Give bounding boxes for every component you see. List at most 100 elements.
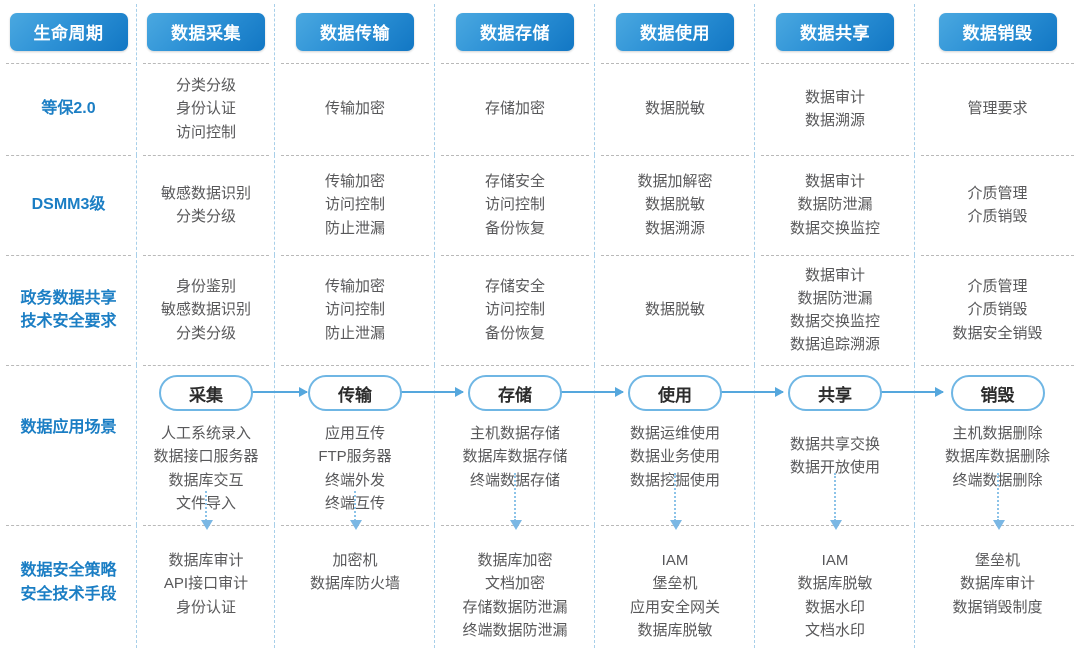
cell-r4c4: IAM 数据库脱敏 数据水印 文档水印 <box>755 525 915 662</box>
flow-arrow-down-icon <box>992 473 1005 530</box>
cell-r2c4: 数据审计 数据防泄漏 数据交换监控 数据追踪溯源 <box>755 255 915 365</box>
flow-pill-transmission[interactable]: 传输 <box>308 375 402 411</box>
cell-item: 终端数据防泄漏 <box>462 621 568 639</box>
flow-arrow-right-icon <box>881 387 944 397</box>
cell-item: 数据溯源 <box>804 112 865 129</box>
column-divider <box>914 4 915 65</box>
cell-item: 存储安全 <box>484 278 545 296</box>
cell-item: 数据脱敏 <box>644 301 705 319</box>
cell-items: IAM 堡垒机 应用安全网关 数据库脱敏 <box>630 549 720 642</box>
column-divider <box>594 365 595 525</box>
flow-pill-collection[interactable]: 采集 <box>159 375 253 411</box>
row-label-cell-3: 数据应用场景 <box>0 365 137 525</box>
column-divider <box>434 525 435 648</box>
cell-item: 备份恢复 <box>484 324 545 342</box>
cell-item: 数据开放使用 <box>789 459 880 477</box>
cell-item: 数据运维使用 <box>629 425 720 442</box>
cell-item: 主机数据存储 <box>469 425 560 442</box>
column-divider <box>434 365 435 525</box>
cell-items: 管理要求 <box>967 97 1027 120</box>
header-pill-collection[interactable]: 数据采集 <box>147 12 265 51</box>
cell-item: 分类分级 <box>175 208 236 225</box>
cell-item: 数据防泄漏 <box>797 289 873 307</box>
cell-item: 数据脱敏 <box>644 100 705 118</box>
column-divider <box>274 365 275 525</box>
header-pill-destruction[interactable]: 数据销毁 <box>938 12 1057 51</box>
flow-pill-usage[interactable]: 使用 <box>628 375 722 411</box>
cell-r1c0: 敏感数据识别 分类分级 <box>137 155 275 255</box>
cell-item: 防止泄漏 <box>324 219 385 237</box>
cell-item: IAM <box>821 552 849 569</box>
flow-pill-destruction[interactable]: 销毁 <box>950 375 1045 411</box>
header-pill-lifecycle[interactable]: 生命周期 <box>9 12 128 51</box>
cell-items: 传输加密 <box>325 97 385 120</box>
column-divider <box>594 63 595 155</box>
cell-items: 存储加密 <box>485 97 545 120</box>
column-divider <box>594 525 595 648</box>
cell-item: 数据防泄漏 <box>797 196 873 214</box>
column-divider <box>754 63 755 155</box>
column-divider <box>136 255 137 365</box>
cell-item: 传输加密 <box>324 278 385 296</box>
cell-r4c2: 数据库加密 文档加密 存储数据防泄漏 终端数据防泄漏 <box>435 525 595 662</box>
cell-item: 访问控制 <box>324 196 385 214</box>
cell-item: 介质管理 <box>967 278 1028 296</box>
row-divider <box>921 365 1074 366</box>
header-cell-lifecycle: 生命周期 <box>0 0 137 65</box>
cell-item: 敏感数据识别 <box>160 184 251 202</box>
cell-item: 数据库脱敏 <box>637 621 713 639</box>
cell-r3c4: 共享 数据共享交换 数据开放使用 <box>755 365 944 530</box>
column-divider <box>434 63 435 155</box>
column-divider <box>754 525 755 648</box>
cell-items: 数据脱敏 <box>645 298 705 321</box>
column-divider <box>434 4 435 65</box>
column-divider <box>274 525 275 648</box>
cell-items: 分类分级 身份认证 访问控制 <box>176 74 236 144</box>
row-label-cell-0: 等保2.0 <box>0 63 137 155</box>
header-pill-storage[interactable]: 数据存储 <box>456 12 574 51</box>
header-cell-transmission: 数据传输 <box>275 0 435 65</box>
cell-item: 访问控制 <box>324 301 385 319</box>
cell-items: 数据脱敏 <box>645 97 705 120</box>
cell-r0c1: 传输加密 <box>275 63 435 155</box>
cell-item: 数据库数据存储 <box>462 448 568 466</box>
column-divider <box>434 255 435 365</box>
cell-r1c3: 数据加解密 数据脱敏 数据溯源 <box>595 155 755 255</box>
flow-pill-storage[interactable]: 存储 <box>468 375 562 411</box>
flow-pill-sharing[interactable]: 共享 <box>788 375 882 411</box>
cell-item: 存储数据防泄漏 <box>462 598 568 616</box>
cell-items: 身份鉴别 敏感数据识别 分类分级 <box>161 275 251 345</box>
cell-item: 存储加密 <box>484 100 545 118</box>
column-divider <box>274 4 275 65</box>
cell-item: 数据库数据删除 <box>944 448 1050 466</box>
cell-item: 数据脱敏 <box>644 196 705 214</box>
cell-item: 防止泄漏 <box>324 324 385 342</box>
column-divider <box>754 4 755 65</box>
header-pill-transmission[interactable]: 数据传输 <box>296 12 414 51</box>
cell-items: 数据库加密 文档加密 存储数据防泄漏 终端数据防泄漏 <box>462 549 567 642</box>
row-divider <box>441 155 589 156</box>
cell-item: 人工系统录入 <box>160 425 251 442</box>
header-pill-usage[interactable]: 数据使用 <box>616 12 734 51</box>
header-pill-sharing[interactable]: 数据共享 <box>776 12 894 51</box>
cell-r3c0: 采集 人工系统录入 数据接口服务器 数据库交互 文件导入 <box>137 365 308 530</box>
cell-items: 数据审计 数据溯源 <box>805 86 865 133</box>
cell-items: 数据审计 数据防泄漏 数据交换监控 数据追踪溯源 <box>790 264 880 357</box>
cell-item: 访问控制 <box>175 123 236 141</box>
cell-item: 应用安全网关 <box>629 598 720 616</box>
cell-item: 文档水印 <box>804 621 865 639</box>
cell-item: 数据库审计 <box>959 575 1035 593</box>
row-divider <box>921 255 1074 256</box>
cell-item: 堡垒机 <box>652 575 698 593</box>
cell-item: 数据库审计 <box>168 552 244 569</box>
flow-arrow-down-icon <box>510 473 522 530</box>
cell-r2c5: 介质管理 介质销毁 数据安全销毁 <box>915 255 1080 365</box>
cell-item: 数据接口服务器 <box>153 448 259 466</box>
cell-items: 数据审计 数据防泄漏 数据交换监控 <box>790 170 880 240</box>
cell-item: 数据库脱敏 <box>797 575 873 593</box>
cell-r1c1: 传输加密 访问控制 防止泄漏 <box>275 155 435 255</box>
cell-r1c2: 存储安全 访问控制 备份恢复 <box>435 155 595 255</box>
cell-r2c2: 存储安全 访问控制 备份恢复 <box>435 255 595 365</box>
row-label-cell-1: DSMM3级 <box>0 155 137 255</box>
